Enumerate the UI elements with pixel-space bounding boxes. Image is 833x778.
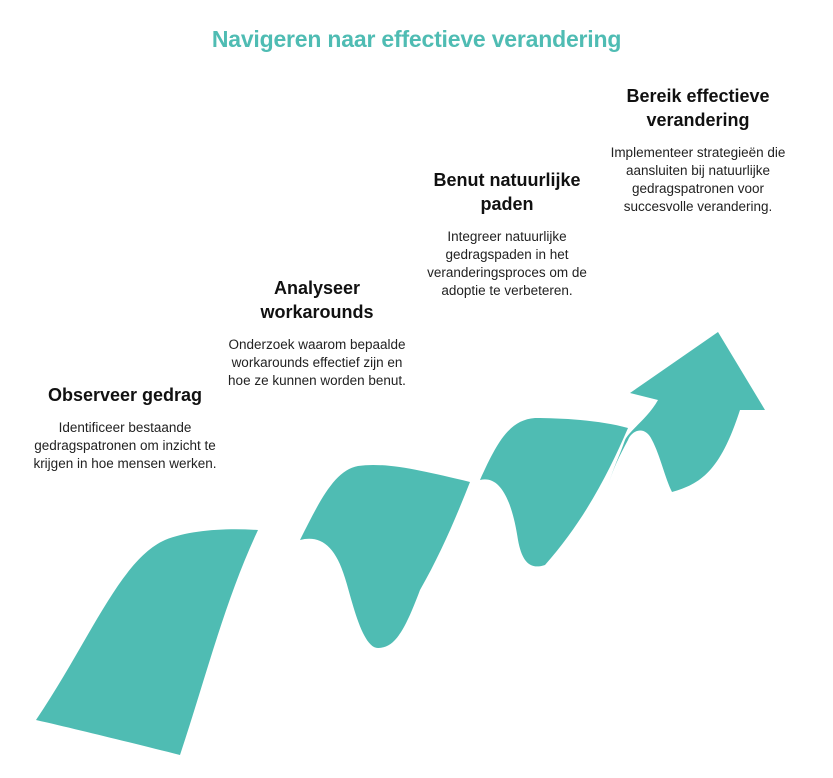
- step-benut-natuurlijke-paden: Benut natuurlijke paden Integreer natuur…: [412, 168, 602, 300]
- arrow-segment-3: [480, 418, 628, 566]
- step-description: Onderzoek waarom bepaalde workarounds ef…: [222, 336, 412, 390]
- step-title: Bereik effectieve verandering: [598, 84, 798, 132]
- step-title: Observeer gedrag: [30, 383, 220, 407]
- arrow-segment-4: [607, 332, 765, 492]
- arrow-segment-2: [300, 465, 470, 648]
- step-bereik-effectieve-verandering: Bereik effectieve verandering Implemente…: [598, 84, 798, 216]
- step-observeer-gedrag: Observeer gedrag Identificeer bestaande …: [30, 383, 220, 473]
- step-description: Implementeer strategieën die aansluiten …: [598, 144, 798, 216]
- step-title: Analyseer workarounds: [222, 276, 412, 324]
- step-title: Benut natuurlijke paden: [412, 168, 602, 216]
- step-description: Identificeer bestaande gedragspatronen o…: [30, 419, 220, 473]
- step-description: Integreer natuurlijke gedragspaden in he…: [412, 228, 602, 300]
- arrow-segment-1: [36, 529, 258, 755]
- step-analyseer-workarounds: Analyseer workarounds Onderzoek waarom b…: [222, 276, 412, 390]
